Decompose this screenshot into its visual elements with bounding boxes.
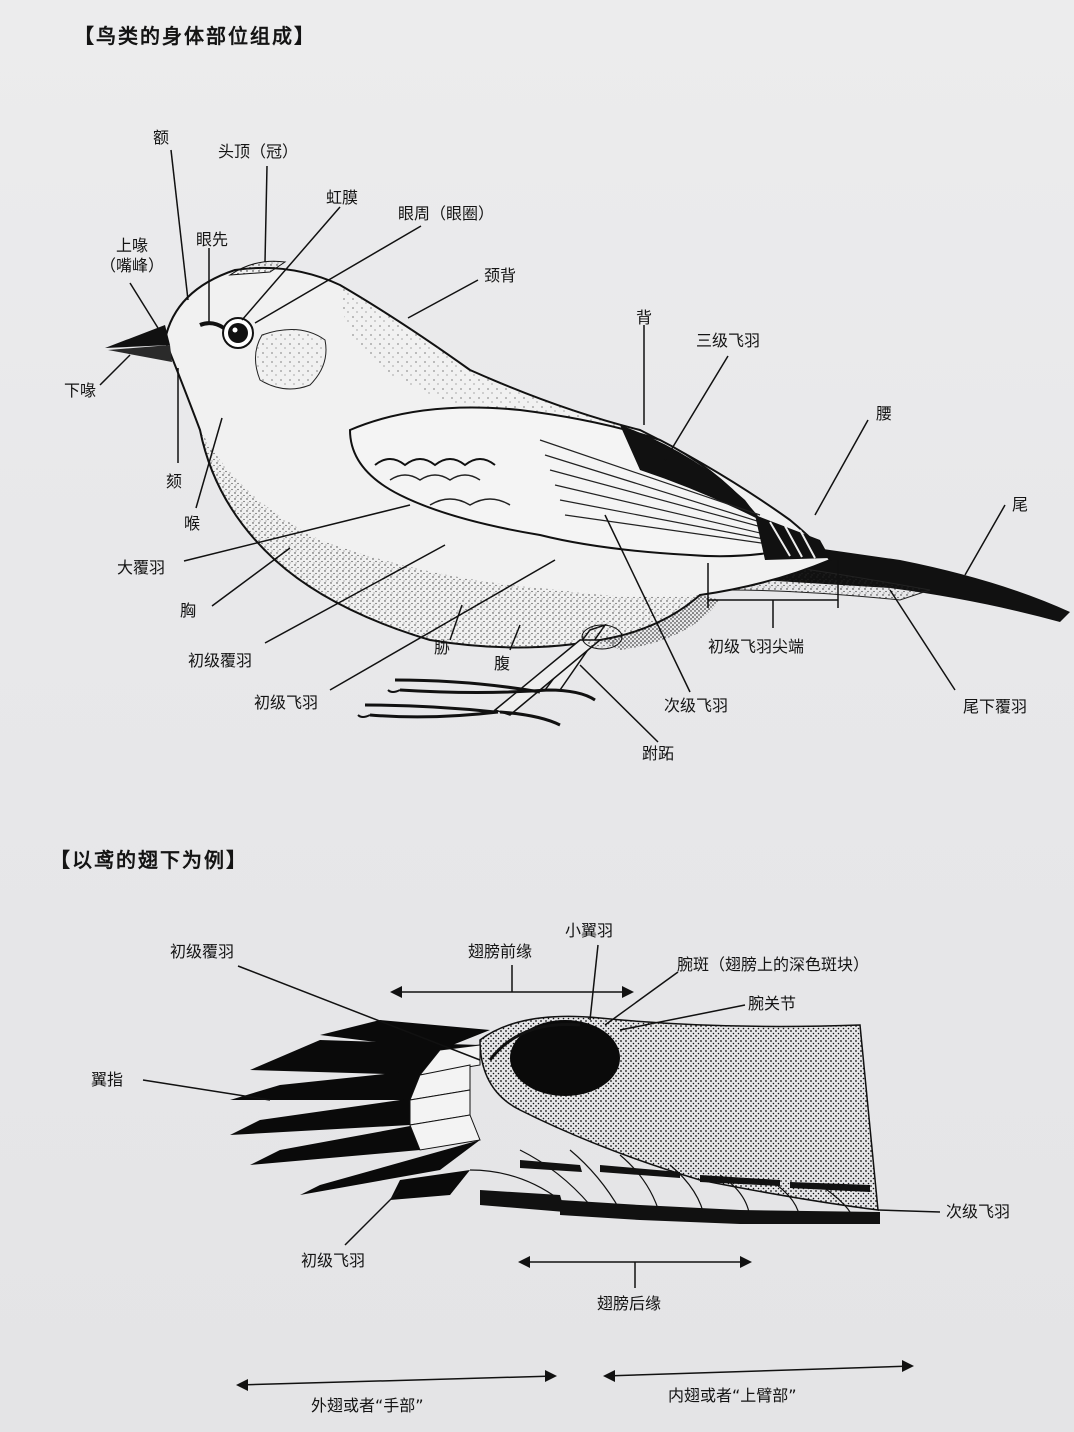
leader-lines-section1 bbox=[99, 149, 1006, 743]
label-outer-wing: 外翅或者“手部” bbox=[311, 1396, 424, 1415]
label-upper-mandible: 上喙 （嘴峰） bbox=[92, 236, 172, 276]
label-chin: 颏 bbox=[166, 472, 183, 491]
label-eye-ring: 眼周（眼圈） bbox=[398, 204, 495, 223]
label-nape: 颈背 bbox=[484, 266, 517, 285]
label-lower-mandible: 下喙 bbox=[64, 381, 97, 400]
label-wing-secondaries: 次级飞羽 bbox=[946, 1202, 1011, 1221]
section1-heading: 【鸟类的身体部位组成】 bbox=[74, 24, 316, 48]
label-lore: 眼先 bbox=[196, 230, 229, 249]
label-tail: 尾 bbox=[1012, 495, 1029, 514]
label-greater-coverts: 大覆羽 bbox=[117, 558, 166, 577]
label-secondaries: 次级飞羽 bbox=[664, 696, 729, 715]
section2-heading: 【以鸢的翅下为例】 bbox=[50, 848, 248, 872]
label-tertials: 三级飞羽 bbox=[696, 331, 761, 350]
bird-eye bbox=[228, 323, 248, 343]
label-throat: 喉 bbox=[184, 514, 201, 533]
bird-beak-lower bbox=[108, 345, 172, 362]
label-finger: 翼指 bbox=[91, 1070, 124, 1089]
label-trailing-edge: 翅膀后缘 bbox=[597, 1294, 662, 1313]
label-belly: 腹 bbox=[494, 654, 511, 673]
label-wrist: 腕关节 bbox=[748, 994, 797, 1013]
label-primary-coverts: 初级覆羽 bbox=[188, 651, 253, 670]
label-flank: 胁 bbox=[434, 638, 451, 657]
bird-beak-upper bbox=[105, 325, 170, 348]
label-forehead: 额 bbox=[153, 128, 170, 147]
label-wing-primary-coverts: 初级覆羽 bbox=[170, 942, 235, 961]
label-tarsus: 跗跖 bbox=[642, 744, 675, 763]
label-primaries: 初级飞羽 bbox=[254, 693, 319, 712]
label-back: 背 bbox=[636, 308, 653, 327]
label-undertail-coverts: 尾下覆羽 bbox=[963, 697, 1028, 716]
label-primary-tips: 初级飞羽尖端 bbox=[708, 637, 805, 656]
label-inner-wing: 内翅或者“上臂部” bbox=[668, 1386, 797, 1405]
label-wing-primaries: 初级飞羽 bbox=[301, 1251, 366, 1270]
label-upper-mandible-line1: 上喙 bbox=[115, 236, 148, 255]
label-alula: 小翼羽 bbox=[565, 921, 614, 940]
label-crown: 头顶（冠） bbox=[218, 142, 299, 161]
label-rump: 腰 bbox=[876, 404, 893, 423]
label-breast: 胸 bbox=[180, 601, 197, 620]
label-upper-mandible-line2: （嘴峰） bbox=[99, 256, 164, 275]
label-iris: 虹膜 bbox=[326, 188, 359, 207]
label-leading-edge: 翅膀前缘 bbox=[468, 942, 533, 961]
label-carpal-patch: 腕斑（翅膀上的深色斑块） bbox=[677, 955, 870, 974]
